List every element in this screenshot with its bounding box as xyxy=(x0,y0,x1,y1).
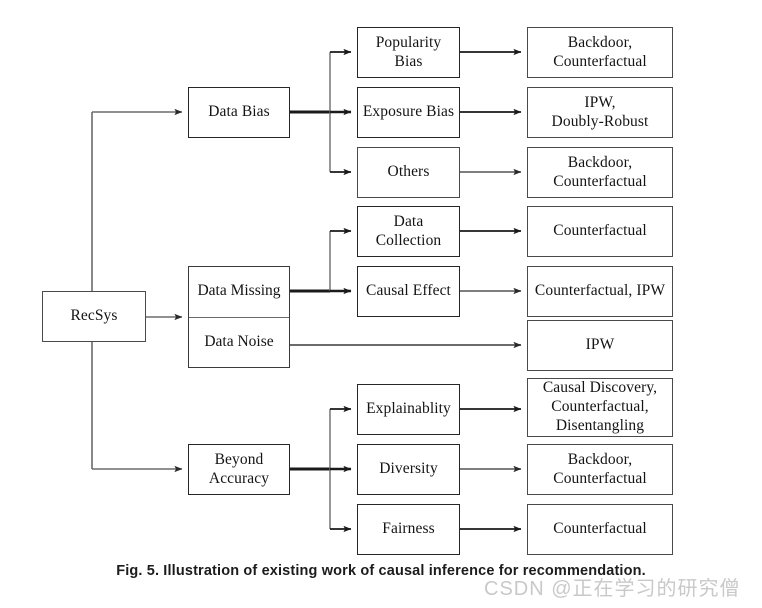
node-method-explainablity-line3: Disentangling xyxy=(555,416,645,434)
node-method-diversity-line1: Backdoor, xyxy=(567,450,633,468)
node-fairness-label: Fairness xyxy=(382,520,435,538)
edge-beyond-accuracy-bus xyxy=(290,405,352,533)
node-data-noise-label: Data Noise xyxy=(204,332,274,350)
node-method-causal-effect[interactable]: Counterfactual, IPW xyxy=(527,266,673,317)
node-method-others-line1: Backdoor, xyxy=(567,153,633,171)
node-data-bias[interactable]: Data Bias xyxy=(188,87,290,138)
node-method-data-collection-line1: Counterfactual xyxy=(553,222,647,240)
node-method-popularity-bias[interactable]: Backdoor, Counterfactual xyxy=(527,27,673,78)
node-method-fairness-line1: Counterfactual xyxy=(553,520,647,538)
node-method-others-line2: Counterfactual xyxy=(553,172,647,190)
node-method-exposure-bias[interactable]: IPW, Doubly-Robust xyxy=(527,87,673,138)
node-method-data-noise[interactable]: IPW xyxy=(527,320,673,371)
node-data-missing[interactable]: Data Missing xyxy=(189,267,289,318)
node-method-exposure-bias-line2: Doubly-Robust xyxy=(551,112,649,130)
node-method-data-noise-line1: IPW xyxy=(585,336,615,354)
node-method-causal-effect-line1: Counterfactual, IPW xyxy=(534,282,666,300)
node-data-bias-label: Data Bias xyxy=(208,103,270,121)
node-others[interactable]: Others xyxy=(357,147,460,198)
figure-caption: Fig. 5. Illustration of existing work of… xyxy=(116,563,646,579)
node-recsys[interactable]: RecSys xyxy=(42,291,146,342)
edge-data-missing-bus xyxy=(290,227,352,295)
node-data-noise[interactable]: Data Noise xyxy=(189,318,289,368)
node-beyond-accuracy-label-line2: Accuracy xyxy=(208,469,270,487)
node-method-popularity-bias-line1: Backdoor, xyxy=(567,33,633,51)
node-explainablity[interactable]: Explainablity xyxy=(357,384,460,435)
node-method-popularity-bias-line2: Counterfactual xyxy=(553,52,647,70)
node-method-fairness[interactable]: Counterfactual xyxy=(527,504,673,555)
node-method-data-collection[interactable]: Counterfactual xyxy=(527,206,673,257)
node-exposure-bias-label: Exposure Bias xyxy=(362,103,455,121)
node-method-diversity[interactable]: Backdoor, Counterfactual xyxy=(527,444,673,495)
node-exposure-bias[interactable]: Exposure Bias xyxy=(357,87,460,138)
node-popularity-bias-label-line1: Popularity xyxy=(375,33,442,51)
node-method-explainablity-line1: Causal Discovery, xyxy=(542,379,658,397)
node-method-exposure-bias-line1: IPW, xyxy=(584,93,616,111)
node-method-explainablity-line2: Counterfactual, xyxy=(551,398,649,416)
node-popularity-bias-label-line2: Bias xyxy=(394,52,423,70)
node-diversity[interactable]: Diversity xyxy=(357,444,460,495)
edge-data-bias-bus xyxy=(290,48,352,176)
node-recsys-label: RecSys xyxy=(70,307,118,325)
node-data-collection-label-line2: Collection xyxy=(375,231,442,249)
node-others-label: Others xyxy=(387,163,430,181)
node-beyond-accuracy-label-line1: Beyond xyxy=(214,450,264,468)
node-method-others[interactable]: Backdoor, Counterfactual xyxy=(527,147,673,198)
node-diversity-label: Diversity xyxy=(379,460,438,478)
node-causal-effect-label: Causal Effect xyxy=(366,282,451,300)
node-data-missing-label: Data Missing xyxy=(197,282,281,300)
node-explainablity-label: Explainablity xyxy=(366,400,451,418)
node-popularity-bias[interactable]: Popularity Bias xyxy=(357,27,460,78)
edge-level2-to-level3 xyxy=(460,48,522,533)
node-beyond-accuracy[interactable]: Beyond Accuracy xyxy=(188,444,290,495)
node-method-explainablity[interactable]: Causal Discovery, Counterfactual, Disent… xyxy=(527,378,673,437)
node-data-collection-label-line1: Data xyxy=(393,212,424,230)
node-data-missing-noise-group: Data Missing Data Noise xyxy=(188,266,290,368)
node-method-diversity-line2: Counterfactual xyxy=(553,469,647,487)
node-data-collection[interactable]: Data Collection xyxy=(357,206,460,257)
node-fairness[interactable]: Fairness xyxy=(357,504,460,555)
node-causal-effect[interactable]: Causal Effect xyxy=(357,266,460,317)
